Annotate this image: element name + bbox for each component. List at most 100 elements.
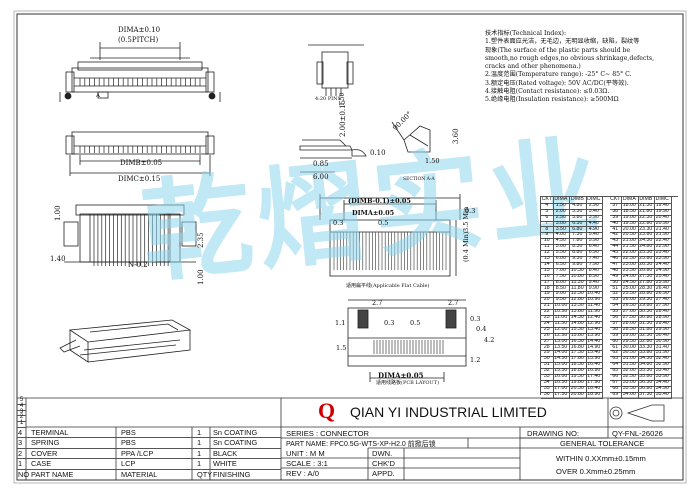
table-cell: 17.50 <box>552 391 571 399</box>
table-cell: 28.40 <box>654 309 672 316</box>
table-cell: 4.40 <box>585 220 604 228</box>
table-cell: 8.90 <box>585 273 604 281</box>
table-cell: 21.00 <box>621 238 639 246</box>
table-cell: 33.50 <box>621 385 639 393</box>
table-cell: 30.90 <box>654 338 672 346</box>
table-cell: 20.00 <box>621 226 639 234</box>
dim-pcb-2-7a: 2.7 <box>372 299 383 307</box>
dim-pcb-2-7b: 2.7 <box>448 299 459 307</box>
table-cell: 29.80 <box>637 303 656 311</box>
table-cell: 17.00 <box>552 385 571 393</box>
table-cell: 21.80 <box>637 208 656 216</box>
table-cell: 34.00 <box>621 391 639 399</box>
table-cell: 20.80 <box>569 391 587 399</box>
dim-cable-03a: 0.3 <box>333 219 344 227</box>
bom-cell: Sn COATING <box>213 428 258 437</box>
table-cell: 55 <box>609 309 623 316</box>
table-cell: 30.00 <box>621 344 639 352</box>
table-cell: 7.00 <box>552 267 571 275</box>
table-cell: 13.40 <box>585 326 604 334</box>
table-cell: 18 <box>541 285 554 293</box>
table-cell: 19.50 <box>621 220 639 228</box>
table-cell: 4.80 <box>569 202 587 210</box>
bom-row-divider <box>17 447 281 449</box>
title-block-frame <box>17 397 683 480</box>
table-cell: 7.40 <box>585 256 604 263</box>
table-cell: 31.50 <box>621 362 639 370</box>
company-logo: Q <box>318 398 336 423</box>
table-cell: 15.00 <box>552 362 571 370</box>
dim-pcb-1-1: 1.1 <box>335 319 346 327</box>
table-cell: 3.90 <box>585 214 604 222</box>
series: SERIES : CONNECTOR <box>286 429 369 438</box>
table-cell: 39 <box>609 214 623 222</box>
table-cell: 6.80 <box>569 226 587 234</box>
table-cell: 47 <box>609 261 623 269</box>
table-cell: 21.50 <box>621 244 639 252</box>
table-cell: 34.30 <box>637 356 656 364</box>
table-cell: 34.80 <box>637 362 656 370</box>
table-cell: 31.40 <box>654 344 672 352</box>
dim-pcb-0-3: 0.3 <box>470 315 481 323</box>
table-cell: 32.40 <box>654 356 672 364</box>
bom-cell: CASE <box>31 459 52 469</box>
table-cell: 19.80 <box>569 379 587 387</box>
table-cell: 28.30 <box>637 285 656 293</box>
table-cell: 28 <box>541 344 554 352</box>
table-cell: 4.50 <box>552 238 571 246</box>
dim-cable-min: 3.5 Min <box>462 206 470 232</box>
chkd-label: CHK'D <box>372 459 395 468</box>
table-cell: 33.40 <box>654 368 672 375</box>
table-cell: 12.50 <box>552 332 571 340</box>
table-cell: 36.80 <box>637 385 656 393</box>
table-cell: 60 <box>609 338 623 346</box>
pin-a-label: A <box>96 93 100 99</box>
bom-cell: 1 <box>197 428 202 437</box>
revision-number: 1 <box>17 420 26 428</box>
bom-cell: 1 <box>197 459 202 469</box>
revision-number: 3 <box>17 409 26 417</box>
table-cell: 3.50 <box>552 226 571 234</box>
table-cell: 24.90 <box>654 267 672 275</box>
table-cell: 26.50 <box>621 303 639 311</box>
table-cell: 30.80 <box>637 315 656 322</box>
note-line: 2.温度范围(Temperature range): -25° C~ 85° C… <box>485 71 632 79</box>
table-cell: 31.90 <box>654 350 672 358</box>
dim-label-pitch: (0.5PITCH) <box>118 36 159 44</box>
table-cell: 25.80 <box>637 256 656 263</box>
table-cell: 10.40 <box>585 291 604 299</box>
bom-header-cell: PART NAME <box>31 469 74 479</box>
table-cell: 5.00 <box>552 244 571 252</box>
bom-cell: PBS <box>121 428 136 437</box>
table-cell: 14.00 <box>552 350 571 358</box>
tolerance-1: WITHIN 0.XXmm±0.15mm <box>556 454 646 463</box>
bom-cell: PPA /LCP <box>121 448 154 458</box>
table-cell: 13.80 <box>569 309 587 316</box>
note-line: smooth,no rough edges,no obvious shrinka… <box>485 54 655 62</box>
table-cell: 21.40 <box>654 226 672 234</box>
bom-cell: LCP <box>121 459 136 469</box>
dim-pcb-4-2: 4.2 <box>484 336 495 344</box>
table-header-cell: DIMA <box>552 197 571 204</box>
table-cell: 20.30 <box>569 385 587 393</box>
table-cell: 6.40 <box>585 244 604 252</box>
table-cell: 25.40 <box>654 273 672 281</box>
table-cell: 20.40 <box>654 214 672 222</box>
table-cell: 13.90 <box>585 332 604 340</box>
table-cell: 24 <box>541 320 554 328</box>
table-cell: 7.80 <box>569 238 587 246</box>
table-cell: 32.80 <box>637 338 656 346</box>
part-name: PART NAME: FPC0.5G-WTS-XP-H2.0 前掀后锁 <box>286 441 436 448</box>
table-cell: 61 <box>609 344 623 352</box>
table-cell: 15 <box>541 267 554 275</box>
table-cell: 13.30 <box>569 303 587 311</box>
table-cell: 9.30 <box>569 256 587 263</box>
table-cell: 22.50 <box>621 256 639 263</box>
table-cell: 17.30 <box>569 350 587 358</box>
table-cell: 26.00 <box>621 297 639 305</box>
table-cell: 27.00 <box>621 309 639 316</box>
table-cell: 38 <box>609 208 623 216</box>
table-header-cell: CKT <box>541 197 554 204</box>
